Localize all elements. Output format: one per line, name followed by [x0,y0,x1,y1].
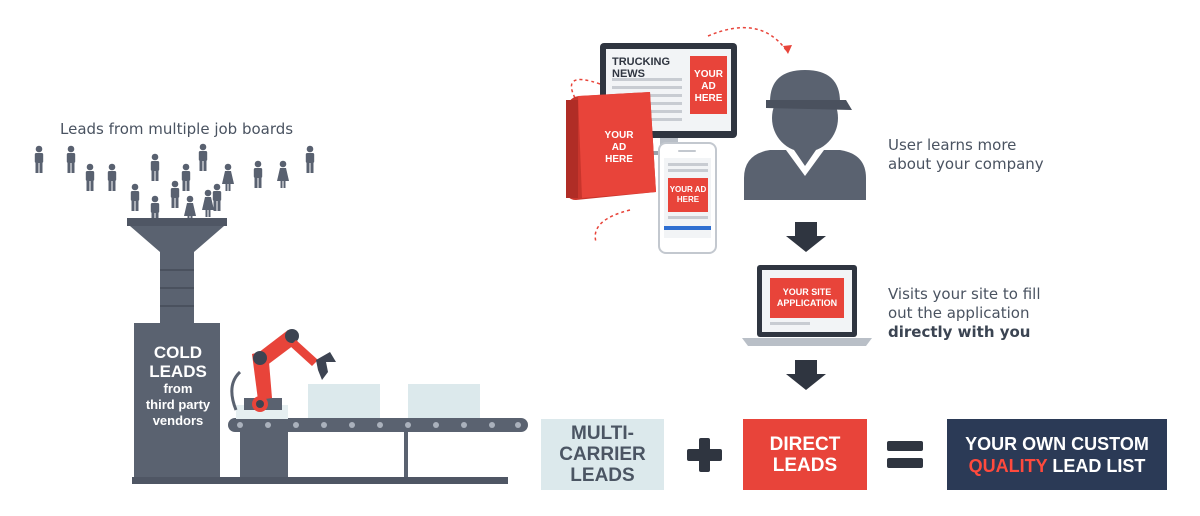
direct-leads-box: DIRECT LEADS [743,419,867,490]
driver-avatar-icon [744,70,866,200]
people-crowd-icon [34,143,315,223]
cold-leads-label: COLD LEADS from third party vendors [145,343,211,428]
job-boards-label: Leads from multiple job boards [60,120,294,138]
cold-leads-tower [134,323,220,483]
arrow-down-icon [786,222,826,252]
dotted-paths [570,26,787,243]
dotted-arrowhead [783,45,792,54]
monitor-title: TRUCKING NEWS [612,56,671,80]
funnel-icon [127,218,227,323]
custom-lead-list-box: YOUR OWN CUSTOM QUALITY LEAD LIST [947,419,1167,490]
multi-carrier-leads-box: MULTI- CARRIER LEADS [541,419,664,490]
plus-icon [687,438,722,472]
laptop-icon [742,265,872,346]
robot-arm-icon [230,329,336,412]
conveyor-icon [132,384,528,484]
book-icon [566,92,656,200]
arrow-down-icon-2 [786,360,826,390]
equals-icon [887,441,923,468]
visits-site-text: Visits your site to fill out the applica… [888,285,1041,341]
learns-more-text: User learns more about your company [888,136,1044,173]
phone-icon [658,142,717,254]
